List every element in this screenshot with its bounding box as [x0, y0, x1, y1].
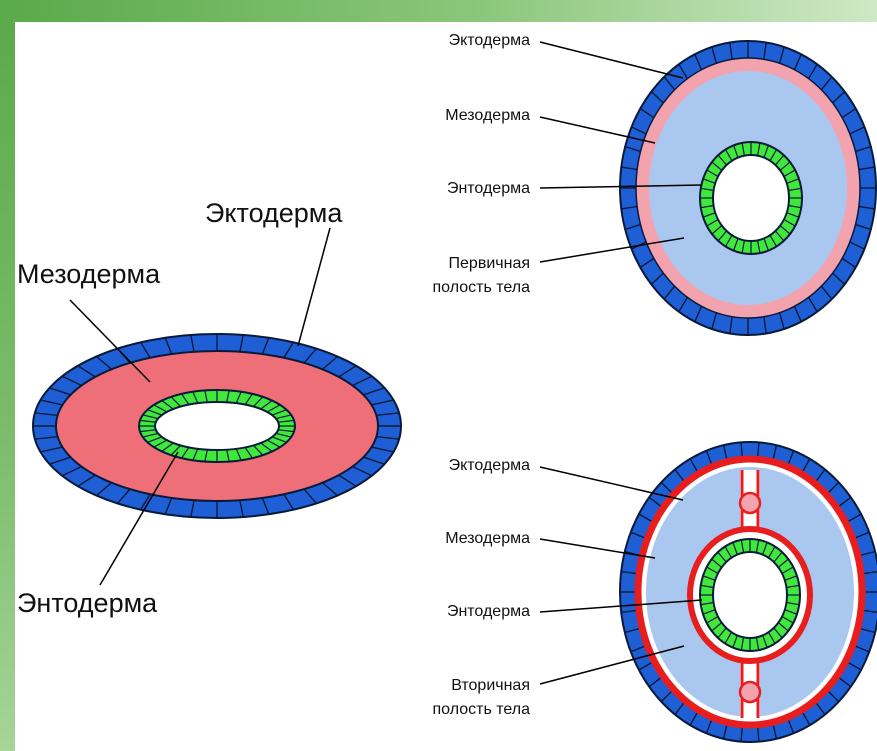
secondary-cavity-diagram: Эктодерма Мезодерма Энтодерма Вторичная …: [433, 442, 877, 742]
mesoderm-cell: [701, 71, 714, 77]
mesoderm-cell: [853, 188, 854, 204]
endoderm-label: Энтодерма: [447, 180, 530, 197]
ectoderm-label: Эктодерма: [205, 198, 343, 228]
mesoderm-cell: [644, 150, 647, 166]
mesoderm-cell: [849, 211, 852, 227]
mesoderm-cell: [706, 302, 719, 307]
mesoderm-cell: [651, 239, 658, 253]
mesoderm-cell: [852, 165, 854, 181]
cavity-label-line1: Первичная: [449, 255, 530, 272]
cavity-label-line1: Вторичная: [451, 677, 530, 694]
mesoderm-cell: [777, 69, 790, 74]
mesoderm-cell: [642, 195, 644, 211]
endoderm-label: Энтодерма: [17, 588, 158, 618]
upper-mesentery-bulb: [740, 493, 760, 513]
mesoderm-cell: [649, 129, 655, 144]
gut-cavity: [713, 155, 789, 241]
mesoderm-cell: [783, 299, 796, 305]
ectoderm-pointer-line: [298, 228, 330, 346]
mesoderm-cell: [725, 309, 739, 312]
mesoderm-cell: [838, 123, 845, 137]
mesoderm-cell: [719, 65, 732, 68]
two-layer-embryo-diagram: Эктодерма Мезодерма Энтодерма: [17, 198, 401, 618]
mesoderm-cell: [645, 218, 649, 233]
ectoderm-pointer-line: [540, 42, 683, 78]
lower-mesentery-bulb: [740, 682, 760, 702]
cavity-label-line2: полость тела: [433, 701, 531, 718]
primary-cavity-diagram: Эктодерма Мезодерма Энтодерма Первичная …: [433, 32, 876, 335]
endoderm-label: Энтодерма: [447, 603, 530, 620]
mesoderm-cell: [847, 143, 851, 158]
mesoderm-label: Мезодерма: [445, 107, 530, 124]
ectoderm-label: Эктодерма: [449, 32, 531, 49]
cavity-label-line2: полость тела: [433, 279, 531, 296]
gut-cavity: [713, 552, 787, 638]
mesoderm-label: Мезодерма: [17, 259, 161, 289]
mesoderm-cell: [764, 307, 777, 310]
mesoderm-cell: [841, 233, 847, 248]
ectoderm-label: Эктодерма: [449, 457, 531, 474]
mesoderm-label: Мезодерма: [445, 530, 530, 547]
gut-cavity: [155, 402, 279, 450]
mesoderm-cell: [758, 65, 772, 68]
